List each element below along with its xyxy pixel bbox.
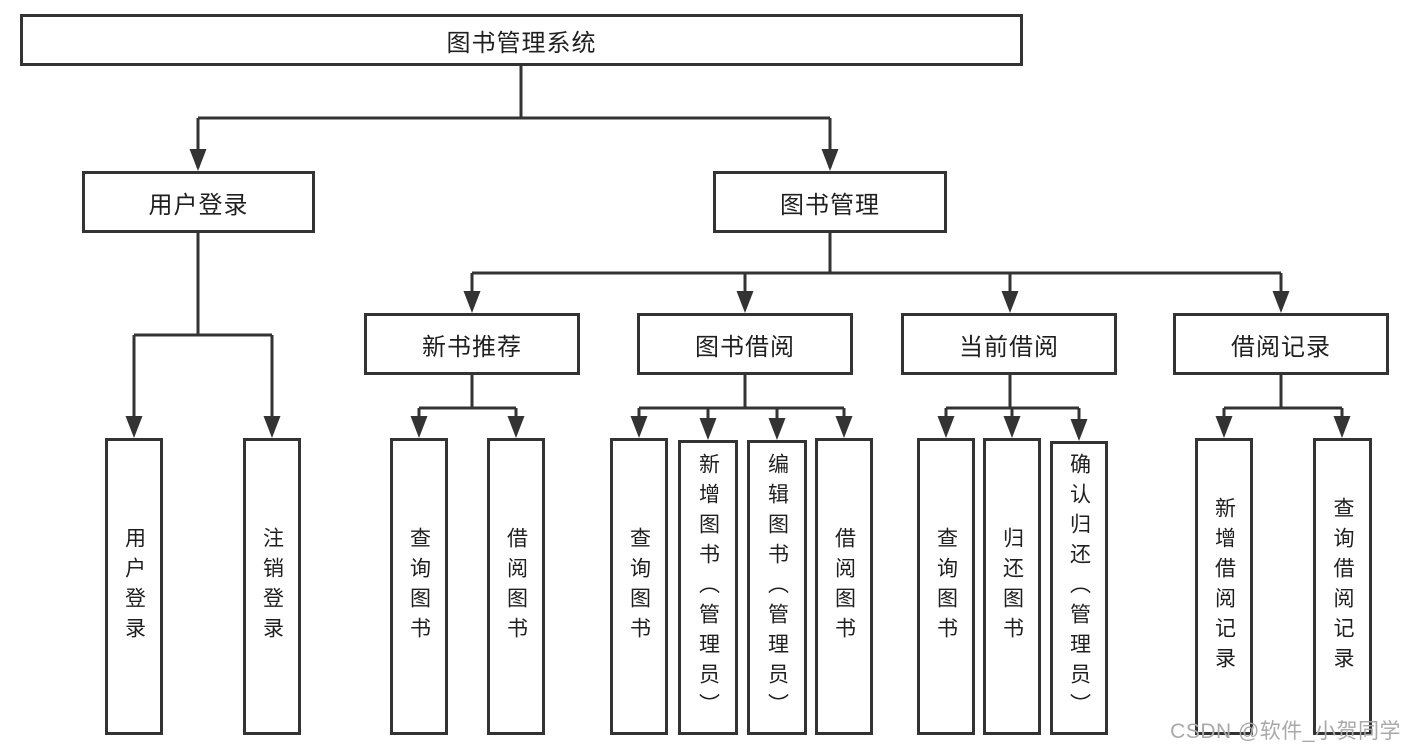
- node-library-management-system: 图书管理系统: [20, 14, 1023, 66]
- node-label: 编辑图书（管理员）: [765, 452, 789, 723]
- node-label: 新增图书（管理员）: [696, 452, 720, 723]
- node-label: 图书借阅: [695, 333, 795, 361]
- leaf-add-books-admin: 新增图书（管理员）: [678, 440, 738, 735]
- leaf-return-books: 归还图书: [983, 438, 1041, 735]
- leaf-user-login: 用户登录: [105, 438, 163, 735]
- leaf-recommend-borrow-books: 借阅图书: [487, 438, 545, 735]
- node-label: 确认归还（管理员）: [1067, 453, 1091, 723]
- node-book-management: 图书管理: [713, 171, 947, 233]
- node-new-book-recommend: 新书推荐: [364, 313, 580, 375]
- leaf-borrow-borrow-books: 借阅图书: [815, 438, 873, 735]
- node-label: 当前借阅: [959, 333, 1059, 361]
- node-label: 新书推荐: [422, 333, 522, 361]
- node-label: 注销登录: [260, 526, 284, 647]
- node-label: 图书管理系统: [446, 29, 597, 57]
- node-user-login: 用户登录: [82, 171, 315, 233]
- leaf-borrow-query-books: 查询图书: [610, 438, 668, 735]
- leaf-query-borrow-record: 查询借阅记录: [1313, 438, 1372, 735]
- node-book-borrowing: 图书借阅: [637, 313, 853, 375]
- node-label: 新增借阅记录: [1212, 496, 1236, 677]
- node-label: 归还图书: [1000, 526, 1024, 647]
- leaf-logout: 注销登录: [243, 438, 301, 735]
- leaf-add-borrow-record: 新增借阅记录: [1195, 438, 1253, 735]
- node-label: 查询借阅记录: [1331, 496, 1354, 677]
- node-label: 查询图书: [407, 526, 431, 647]
- leaf-recommend-query-books: 查询图书: [390, 438, 448, 735]
- node-borrowing-records: 借阅记录: [1173, 313, 1389, 375]
- watermark-text: CSDN @软件_小贺同学: [1170, 720, 1401, 743]
- node-label: 图书管理: [780, 191, 880, 219]
- leaf-edit-books-admin: 编辑图书（管理员）: [747, 440, 807, 735]
- node-label: 查询图书: [934, 526, 958, 647]
- node-label: 用户登录: [122, 526, 146, 647]
- node-label: 借阅记录: [1231, 333, 1331, 361]
- node-current-borrowing: 当前借阅: [901, 313, 1117, 375]
- node-label: 借阅图书: [832, 526, 856, 647]
- leaf-confirm-return-admin: 确认归还（管理员）: [1050, 441, 1108, 735]
- leaf-current-query-books: 查询图书: [917, 438, 975, 735]
- node-label: 查询图书: [627, 526, 651, 647]
- node-label: 用户登录: [148, 191, 249, 219]
- node-label: 借阅图书: [504, 526, 528, 647]
